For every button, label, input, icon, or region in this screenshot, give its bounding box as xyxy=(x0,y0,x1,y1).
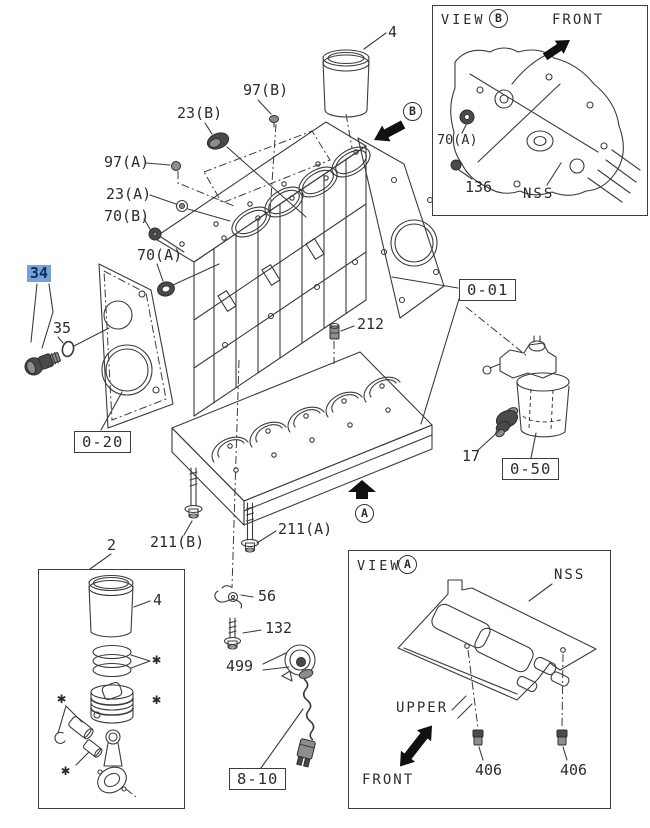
callout-212[interactable]: 212 xyxy=(357,315,385,333)
view-b-callout-70a[interactable]: 70(A) xyxy=(437,132,478,148)
view-b-title: VIEW xyxy=(441,12,486,28)
callout-35[interactable]: 35 xyxy=(53,319,72,337)
view-b-front-label: FRONT xyxy=(552,12,605,28)
view-b-title-letter: B xyxy=(489,9,508,28)
view-a-callout-406-left[interactable]: 406 xyxy=(475,761,503,779)
callout-499[interactable]: 499 xyxy=(226,657,254,675)
view-a-callout-406-right[interactable]: 406 xyxy=(560,761,588,779)
view-b-art xyxy=(450,40,641,203)
asterisk-mark: ✱ xyxy=(57,689,67,707)
view-a-title: VIEW xyxy=(357,558,402,574)
view-a-inset-box xyxy=(348,550,611,809)
callout-97a[interactable]: 97(A) xyxy=(104,153,150,171)
asterisk-mark: ✱ xyxy=(61,761,71,779)
callout-17[interactable]: 17 xyxy=(462,447,481,465)
callout-34-highlighted[interactable]: 34 xyxy=(27,265,52,282)
pan-bolts-art xyxy=(184,467,260,553)
callout-70b[interactable]: 70(B) xyxy=(104,207,150,225)
view-b-callout-136[interactable]: 136 xyxy=(465,178,493,196)
view-b-inset-box xyxy=(432,5,648,216)
asterisk-mark: ✱ xyxy=(152,690,162,708)
front-arrow-icon xyxy=(542,40,570,61)
plug-406-right-art xyxy=(556,729,568,761)
piston-kit-box xyxy=(38,569,185,809)
cylinder-liner-art xyxy=(322,49,370,118)
ref-box-8-10[interactable]: 8-10 xyxy=(229,768,287,790)
callout-211b[interactable]: 211(B) xyxy=(150,533,205,551)
small-plugs-art xyxy=(24,115,340,376)
callout-liner-4[interactable]: 4 xyxy=(388,23,398,41)
callout-23a[interactable]: 23(A) xyxy=(106,185,152,203)
view-a-upper-label: UPPER xyxy=(396,700,449,716)
callout-132[interactable]: 132 xyxy=(265,619,293,637)
asterisk-mark: ✱ xyxy=(152,650,162,668)
callout-70a[interactable]: 70(A) xyxy=(137,246,183,264)
oil-pressure-switch-art xyxy=(495,407,519,438)
view-a-title-letter: A xyxy=(398,555,417,574)
rear-plate-art xyxy=(98,263,174,429)
clamp-bolt-sensor-art xyxy=(214,585,316,768)
view-b-nss-label: NSS xyxy=(523,186,555,202)
engine-block-art xyxy=(153,121,445,417)
crankcase-art xyxy=(171,351,433,526)
view-b-marker: B xyxy=(403,102,422,121)
callout-23b[interactable]: 23(B) xyxy=(177,104,223,122)
view-a-direction-arrow-icon xyxy=(348,480,376,499)
upper-front-arrow-icon xyxy=(399,725,433,767)
callout-211a[interactable]: 211(A) xyxy=(278,520,333,538)
view-a-art xyxy=(397,579,597,767)
plug-212-art xyxy=(329,322,340,340)
ref-box-0-01[interactable]: 0-01 xyxy=(459,279,517,301)
callout-56[interactable]: 56 xyxy=(258,587,277,605)
leader-lines xyxy=(30,32,537,769)
ref-box-0-50[interactable]: 0-50 xyxy=(502,458,560,480)
callout-liner-4-kit[interactable]: 4 xyxy=(153,591,163,609)
oil-filter-art xyxy=(482,335,570,438)
view-a-front-label: FRONT xyxy=(362,772,415,788)
plug-406-left-art xyxy=(472,729,484,761)
callout-97b[interactable]: 97(B) xyxy=(243,81,289,99)
view-a-nss-label: NSS xyxy=(554,567,586,583)
plug-34-art xyxy=(24,351,61,376)
ref-box-0-20[interactable]: 0-20 xyxy=(74,431,132,453)
callout-2[interactable]: 2 xyxy=(107,536,117,554)
view-a-marker: A xyxy=(355,504,374,523)
piston-kit-art xyxy=(54,574,151,798)
view-b-direction-arrow-icon xyxy=(374,120,406,142)
